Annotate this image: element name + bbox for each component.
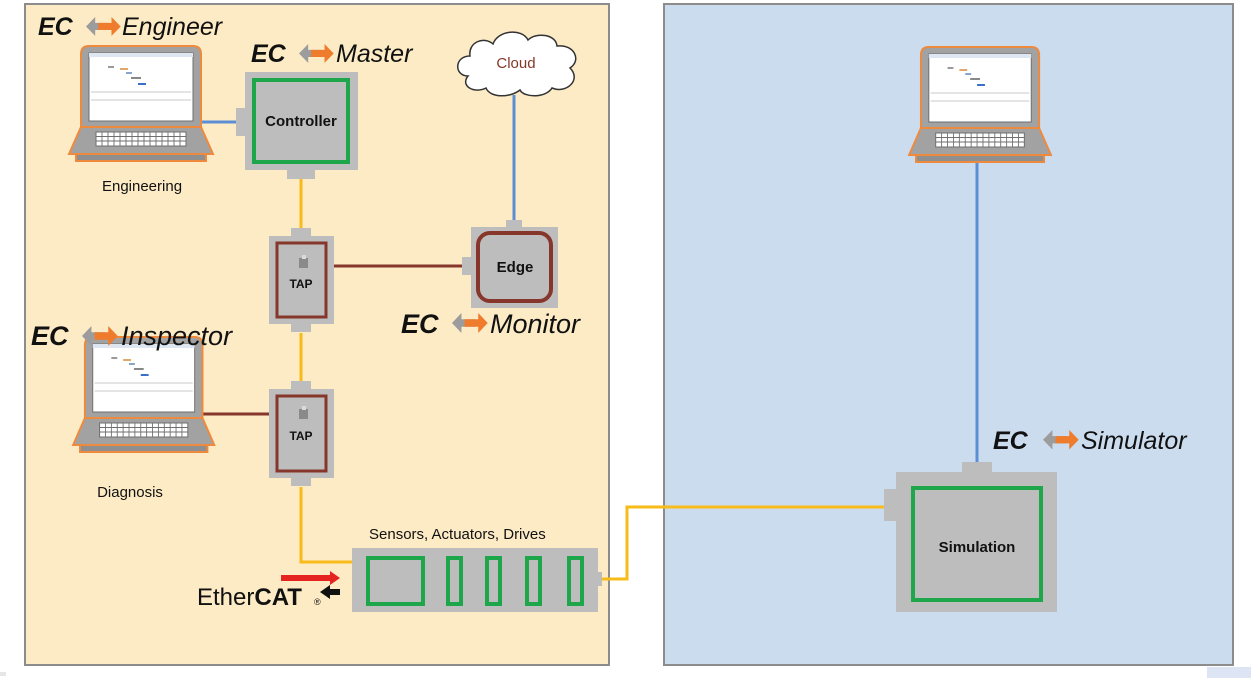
tap1-frame — [275, 241, 328, 319]
edge-port-top — [506, 220, 522, 230]
corner-mark-left — [0, 672, 6, 676]
tap2-port-top — [291, 381, 311, 391]
link-sensors-simulation — [598, 505, 886, 581]
ec-engineer-ec: EC — [38, 13, 74, 41]
corner-mark-right — [1207, 667, 1251, 678]
sensor-module-4 — [567, 556, 584, 606]
ec-monitor-ec: EC — [401, 309, 439, 339]
tap2-port-icon — [299, 409, 308, 419]
ec-simulator-ec: EC — [993, 427, 1029, 455]
link-tap2-sensors — [299, 487, 352, 564]
tap2-frame — [275, 394, 328, 473]
sensor-module-main — [366, 556, 425, 606]
controller-label: Controller — [265, 113, 337, 130]
cloud-label: Cloud — [496, 55, 535, 72]
diagnosis-laptop — [72, 336, 216, 453]
edge-frame — [476, 231, 553, 303]
ec-monitor-label: Monitor — [490, 309, 581, 339]
sensor-module-2 — [485, 556, 502, 606]
engineering-caption: Engineering — [102, 178, 182, 195]
sensors-port-right — [592, 572, 602, 586]
ec-inspector-label: Inspector — [121, 321, 233, 351]
tap2-port-icon-light — [302, 406, 306, 410]
ethercat-red-arrow — [281, 571, 340, 585]
engineering-laptop — [68, 45, 214, 162]
tap1-port-top — [291, 228, 311, 238]
ec-master-ec: EC — [251, 40, 287, 68]
cloud-shape — [457, 31, 577, 97]
tap1-label: TAP — [289, 277, 312, 291]
ec-inspector-ec: EC — [31, 321, 69, 351]
controller-frame — [252, 78, 350, 164]
tap2-port-bottom — [291, 476, 311, 486]
ethercat-registered-mark: ® — [314, 597, 321, 607]
ethercat-logo: EtherCAT ® — [197, 571, 340, 611]
diagnosis-caption: Diagnosis — [97, 484, 163, 501]
ethercat-logo-text: EtherCAT — [197, 584, 302, 611]
simulation-port-top — [962, 462, 992, 474]
ec-engineer-label: Engineer — [122, 13, 224, 41]
tap1-port-icon — [299, 258, 308, 268]
sensor-module-1 — [446, 556, 463, 606]
simulation-frame — [911, 486, 1043, 602]
edge-label: Edge — [497, 259, 534, 276]
simulator-laptop — [908, 46, 1052, 163]
tap1-port-icon-light — [302, 255, 306, 259]
tap2-label: TAP — [289, 429, 312, 443]
sensors-caption: Sensors, Actuators, Drives — [369, 526, 546, 543]
ec-master-label: Master — [336, 40, 414, 68]
sensor-module-3 — [525, 556, 542, 606]
ec-simulator-label: Simulator — [1081, 427, 1188, 455]
simulation-label: Simulation — [939, 539, 1016, 556]
tap1-port-bottom — [291, 322, 311, 332]
ethercat-black-arrow — [320, 585, 340, 599]
